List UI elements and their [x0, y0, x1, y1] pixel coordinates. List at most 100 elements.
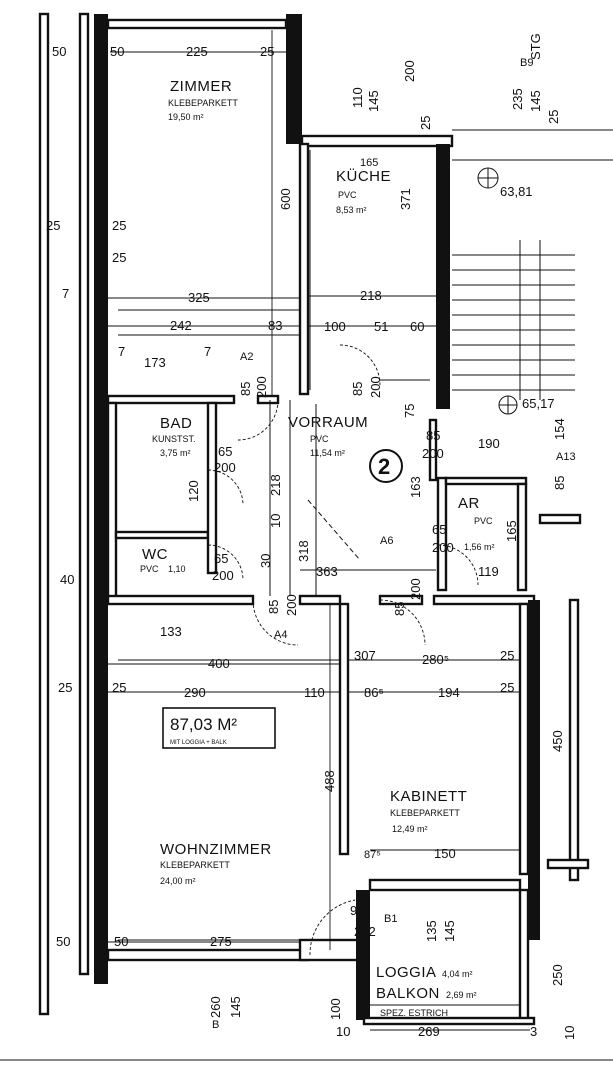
room-area: 24,00 m²: [160, 876, 196, 886]
dim: 7: [118, 344, 125, 359]
room-zimmer: ZIMMER KLEBEPARKETT 19,50 m²: [168, 78, 238, 122]
room-name: BAD: [160, 415, 192, 432]
room-area: 2,69 m²: [446, 990, 477, 1000]
room-floor: PVC: [474, 516, 493, 526]
room-area: 1,56 m²: [464, 542, 495, 552]
dim: 260: [208, 996, 223, 1018]
dim: 50: [52, 44, 66, 59]
dim: 25: [46, 218, 60, 233]
tag: B: [212, 1019, 219, 1031]
dim: 194: [438, 685, 460, 700]
total-area: 87,03 M²: [170, 715, 237, 734]
dim: 85: [392, 602, 407, 616]
dim: 3: [530, 1024, 537, 1039]
room-name: AR: [458, 495, 480, 512]
dim: 371: [398, 188, 413, 210]
room-floor: KLEBEPARKETT: [160, 860, 230, 870]
room-area: 11,54 m²: [310, 448, 345, 458]
dim: 25: [112, 250, 126, 265]
room-vorraum: VORRAUM PVC 11,54 m²: [288, 414, 368, 458]
stair-level: 65,17: [522, 396, 555, 411]
dim: 150: [434, 846, 456, 861]
room-floor: KLEBEPARKETT: [168, 98, 238, 108]
room-area: 4,04 m²: [442, 969, 473, 979]
dim: 75: [402, 404, 417, 418]
room-floor: SPEZ. ESTRICH: [380, 1008, 448, 1018]
dim: 200: [284, 594, 299, 616]
dim: 10: [268, 514, 283, 528]
dim: 200: [368, 376, 383, 398]
total-area-box: 87,03 M² MIT LOGGIA + BALK: [162, 707, 276, 749]
dim: 95: [350, 903, 364, 918]
dim: 163: [408, 476, 423, 498]
stair-labels: STG 235 145 63,81 65,17: [500, 33, 555, 411]
room-floor: KLEBEPARKETT: [390, 808, 460, 818]
stair-dim: 145: [528, 90, 543, 112]
room-name: LOGGIA: [376, 964, 437, 981]
room-floor: KUNSTST.: [152, 434, 196, 444]
dim: 290: [184, 685, 206, 700]
room-area: 19,50 m²: [168, 112, 204, 122]
dim: 10: [336, 1024, 350, 1039]
dim: 100: [324, 319, 346, 334]
room-area: 1,10: [168, 564, 186, 574]
dim: 154: [552, 418, 567, 440]
dim: 25: [500, 648, 514, 663]
dim: 50: [56, 934, 70, 949]
room-area: 12,49 m²: [392, 824, 428, 834]
dim: 218: [268, 474, 283, 496]
door-swings: [207, 344, 479, 956]
dim: 110: [304, 685, 325, 700]
dim: 30: [258, 554, 273, 568]
dim: 165: [504, 520, 519, 542]
dim: 25: [260, 44, 274, 59]
dim: 218: [360, 288, 382, 303]
room-name: BALKON: [376, 985, 440, 1002]
dim: 200: [212, 568, 234, 583]
dim: 87⁵: [364, 849, 381, 861]
dim: 318: [296, 540, 311, 562]
room-bad: BAD KUNSTST. 3,75 m²: [152, 415, 196, 458]
dim: 225: [186, 44, 208, 59]
dim: 400: [208, 656, 230, 671]
dim: 50: [110, 44, 124, 59]
dim: 85: [350, 382, 365, 396]
dim: 25: [112, 218, 126, 233]
tags: A4 A2 A6 A13 B9 B1 B: [212, 57, 576, 1031]
dim: 275: [210, 934, 232, 949]
dim: 200: [402, 60, 417, 82]
dim: 86⁵: [364, 685, 384, 700]
tag: A6: [380, 535, 393, 547]
dim: 110: [350, 87, 365, 108]
room-kabinett: KABINETT KLEBEPARKETT 12,49 m²: [390, 788, 467, 834]
dim: 25: [418, 116, 433, 130]
dim: 242: [170, 318, 192, 333]
dim: 200: [422, 446, 444, 461]
dimension-lines: [108, 30, 530, 1031]
dim: 50: [114, 934, 128, 949]
tag: B1: [384, 913, 397, 925]
stair-label: STG: [528, 33, 543, 60]
room-wc: WC PVC 1,10: [140, 546, 186, 574]
dim: 200: [254, 376, 269, 398]
dim: 145: [366, 90, 381, 112]
dim: 250: [550, 964, 565, 986]
dim: 119: [478, 564, 499, 579]
dim: 325: [188, 290, 210, 305]
room-name: KÜCHE: [336, 167, 391, 185]
dim: 51: [374, 319, 388, 334]
dim: 60: [410, 319, 424, 334]
dim: 7: [204, 344, 211, 359]
room-floor: PVC: [310, 434, 329, 444]
dim: 120: [186, 480, 201, 502]
dim: 269: [418, 1024, 440, 1039]
dim: 145: [442, 920, 457, 942]
dim: 85: [238, 382, 253, 396]
dim: 232: [354, 924, 376, 939]
dim: 25: [546, 110, 561, 124]
stair: [452, 167, 575, 415]
dim: 85: [552, 476, 567, 490]
dim: 165: [360, 157, 378, 169]
walls: [38, 12, 590, 1026]
dim: 100: [328, 998, 343, 1020]
